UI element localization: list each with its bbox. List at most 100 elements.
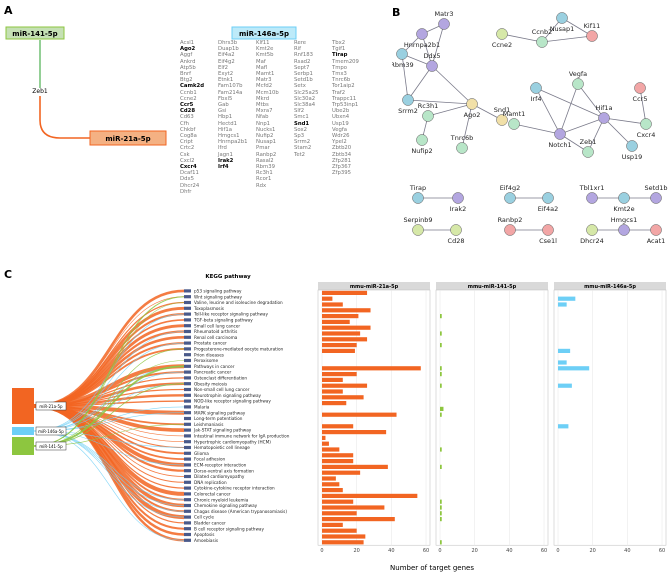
network-node bbox=[626, 140, 638, 152]
bar bbox=[558, 296, 576, 301]
network-edge bbox=[559, 117, 605, 135]
pathway-label: Focal adhesion bbox=[194, 457, 226, 462]
network-node-label: Serpinb9 bbox=[403, 216, 432, 224]
target-gene: Nusap1 bbox=[256, 139, 277, 146]
pathway-swatch bbox=[184, 463, 191, 467]
target-gene: Zfp281 bbox=[332, 157, 351, 164]
pathway-label: Valine, leucine and isoleucine degradati… bbox=[194, 300, 283, 305]
target-gene: Ddx5 bbox=[180, 176, 194, 183]
pathway-swatch bbox=[184, 480, 191, 484]
pathway-swatch bbox=[184, 364, 191, 368]
target-gene: Ccne2 bbox=[180, 95, 197, 102]
x-tick-label: 20 bbox=[353, 548, 359, 554]
pathway-swatch bbox=[184, 492, 191, 496]
pathway-label: Peroxisome bbox=[194, 358, 218, 363]
network-edge bbox=[535, 87, 561, 135]
target-gene: Rdx bbox=[256, 182, 267, 189]
kegg-panel: miR-21a-5p miR-146a-5p miR-141-5p KEGG p… bbox=[12, 274, 667, 572]
network-edge bbox=[431, 23, 445, 67]
network-node-label: Ranbp2 bbox=[498, 216, 523, 224]
bar bbox=[322, 511, 357, 516]
facet-title: mmu-miR-21a-5p bbox=[350, 284, 399, 290]
target-gene: Ranbp2 bbox=[256, 151, 277, 158]
target-gene: Mkrd bbox=[256, 95, 270, 102]
bar bbox=[322, 441, 329, 446]
network-node bbox=[582, 146, 594, 158]
network-edge bbox=[501, 33, 543, 43]
mir141-label: miR-141-5p bbox=[12, 30, 57, 38]
target-gene: Zfp395 bbox=[332, 170, 351, 177]
sankey-node-mir141 bbox=[12, 437, 34, 455]
target-gene: Hectd1 bbox=[218, 120, 237, 127]
target-gene: Mxra7 bbox=[256, 108, 273, 115]
pathway-swatch bbox=[184, 527, 191, 531]
bar bbox=[322, 308, 371, 313]
target-gene: Slf2 bbox=[294, 108, 305, 115]
network-node bbox=[618, 192, 630, 204]
network-edge bbox=[603, 117, 647, 125]
bar bbox=[440, 314, 442, 319]
bar bbox=[322, 314, 359, 319]
bar bbox=[322, 482, 340, 487]
network-node-label: Hif1a bbox=[595, 104, 612, 112]
network-node-label: Tnrc6b bbox=[450, 134, 473, 142]
bar bbox=[558, 348, 571, 353]
target-gene: Usp19 bbox=[332, 120, 349, 127]
pathway-label: Dilated cardiomyopathy bbox=[194, 474, 245, 479]
target-gene: Sox2 bbox=[294, 126, 307, 133]
pathway-swatch bbox=[184, 445, 191, 450]
network-node-label: Ago2 bbox=[464, 111, 481, 119]
pathway-swatch bbox=[184, 515, 191, 519]
network-node-label: Cxcr4 bbox=[637, 131, 656, 139]
target-gene: Jagn1 bbox=[218, 151, 233, 158]
pathway-label: Chronic myeloid leukemia bbox=[194, 497, 249, 502]
pathway-label: Toxoplasmosis bbox=[193, 306, 224, 311]
bar bbox=[322, 517, 395, 522]
target-gene: Fam107b bbox=[218, 83, 243, 90]
pathway-swatch bbox=[184, 503, 191, 508]
target-gene: Nufip2 bbox=[256, 133, 274, 140]
pathway-label: Amoebiasis bbox=[194, 538, 218, 543]
network-edge bbox=[587, 117, 605, 153]
pathway-swatch bbox=[184, 457, 191, 461]
pathway-label: Apoptosis bbox=[194, 532, 214, 537]
bar bbox=[440, 464, 442, 469]
target-gene: Aggf bbox=[180, 52, 193, 59]
facet-header bbox=[436, 282, 548, 290]
bar bbox=[322, 325, 371, 330]
mir146a-label: miR-146a-5p bbox=[239, 30, 289, 38]
target-gene: Vegfa bbox=[332, 126, 347, 133]
mir141-box bbox=[5, 26, 65, 40]
pathway-label: Toll-like receptor signaling pathway bbox=[193, 312, 268, 317]
target-gene: Hbp1 bbox=[218, 114, 233, 121]
network-node-label: Ccr5 bbox=[633, 95, 648, 103]
target-gene: Irak2 bbox=[218, 157, 234, 164]
bar bbox=[322, 476, 336, 481]
target-gene: Slc38a4 bbox=[294, 102, 316, 109]
target-gene: Rasal2 bbox=[256, 157, 274, 164]
x-tick-label: 0 bbox=[320, 548, 323, 554]
sankey-node-mir21a bbox=[12, 388, 34, 424]
pathway-label: TGF-beta signaling pathway bbox=[193, 318, 253, 323]
bar bbox=[558, 302, 567, 307]
x-tick-label: 40 bbox=[624, 548, 630, 554]
network-node bbox=[456, 142, 468, 154]
x-tick-label: 40 bbox=[388, 548, 394, 554]
bar bbox=[322, 447, 340, 452]
pathway-swatch bbox=[184, 440, 191, 444]
bar bbox=[322, 395, 364, 400]
target-gene: Gab bbox=[218, 102, 229, 109]
network-node bbox=[634, 82, 646, 94]
network-node-label: Eif4g2 bbox=[500, 184, 521, 192]
sankey-label-mir141: miR-141-5p bbox=[39, 444, 63, 449]
target-gene: Maf bbox=[256, 58, 266, 65]
x-tick-label: 60 bbox=[659, 548, 665, 554]
bar bbox=[322, 459, 354, 464]
pathway-label: Small cell lung cancer bbox=[194, 323, 240, 328]
x-tick-label: 20 bbox=[471, 548, 477, 554]
pathway-swatch bbox=[184, 486, 191, 490]
facet-title: mmu-miR-141-5p bbox=[468, 284, 517, 290]
